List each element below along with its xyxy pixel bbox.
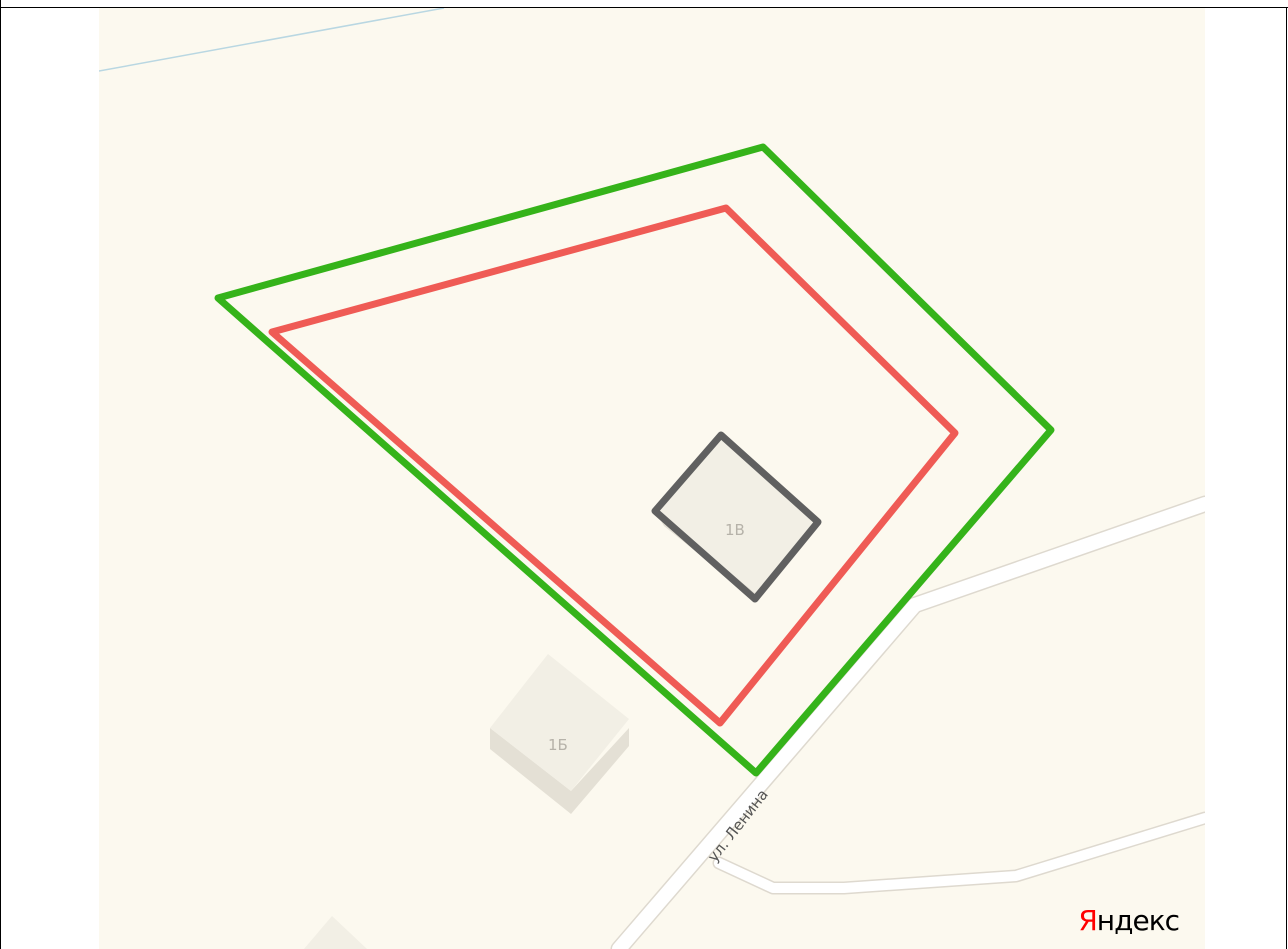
frame-right-border [1286,7,1287,949]
frame-top-border [0,7,1288,8]
building-1b-label: 1Б [548,736,568,754]
outer-parcel-boundary[interactable] [214,143,1055,777]
map-canvas[interactable]: 1В 1Б ул. Ленина Яндекс [99,8,1205,949]
building-1v-label: 1В [725,521,745,539]
building-partial-bottom [304,916,367,949]
roads [610,495,1205,949]
frame-left-border [0,0,1,949]
building-1v[interactable] [651,431,822,603]
inner-parcel-boundary[interactable] [268,204,959,727]
water-line [99,8,445,72]
yandex-logo[interactable]: Яндекс [1078,904,1180,937]
building-1b[interactable] [490,654,629,814]
